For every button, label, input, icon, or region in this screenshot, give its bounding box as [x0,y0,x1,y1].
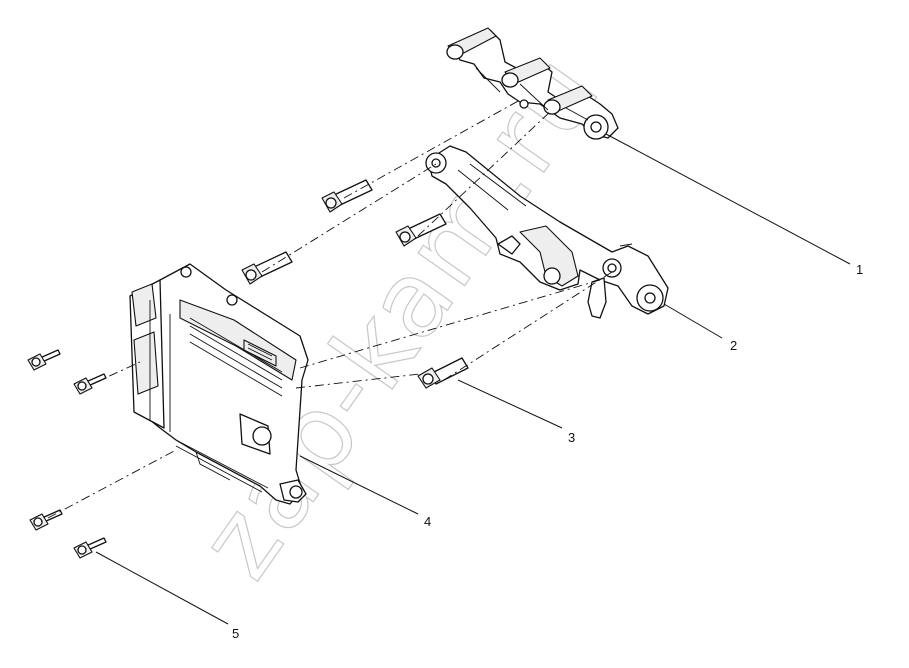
leader-lines [95,133,851,625]
bolt-middle [395,213,447,247]
callout-4: 4 [424,514,431,529]
callout-3: 3 [568,430,575,445]
callout-5: 5 [232,626,239,641]
hanger-bracket [446,27,619,140]
callout-2: 2 [730,338,737,353]
bolt-left-1 [27,349,61,371]
assembly-lines [47,99,613,519]
bolt-left-3 [29,509,63,531]
bolt-upper [321,179,373,213]
bolt-left-upper [241,251,293,285]
bolt-part-3 [417,357,469,389]
support-bracket [425,145,669,319]
control-module [129,263,309,505]
bolt-left-2 [73,373,107,395]
bolt-left-4 [73,537,107,559]
callout-1: 1 [856,262,863,277]
